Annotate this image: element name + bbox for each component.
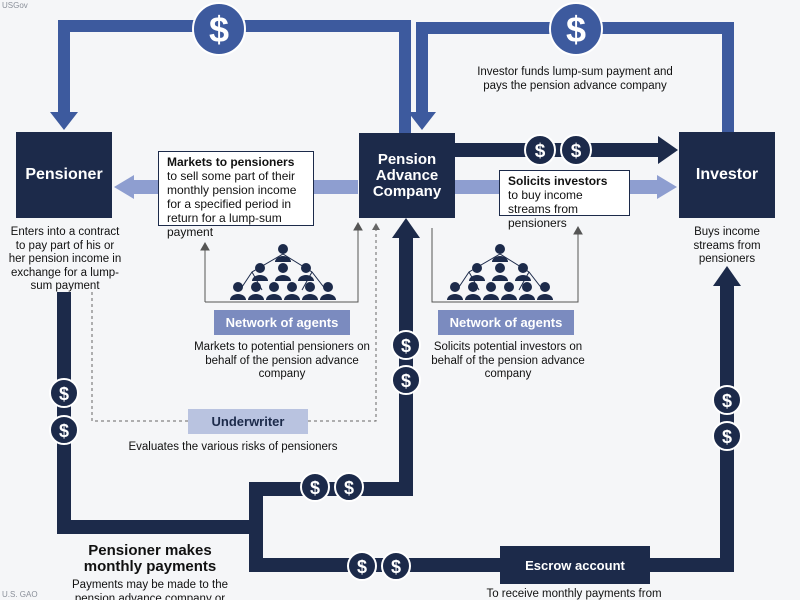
payments-description: Payments may be made to the pension adva…	[72, 579, 228, 600]
svg-text:$: $	[535, 141, 546, 162]
investor-title: Investor	[695, 166, 759, 183]
agents-left-description: Markets to potential pensioners on behal…	[194, 341, 370, 380]
solicits-callout: Solicits investors to buy income streams…	[499, 170, 630, 230]
svg-text:$: $	[401, 371, 411, 391]
solicits-callout-title: Solicits investors	[508, 174, 608, 188]
svg-text:$: $	[571, 141, 582, 162]
dollar-coin-company-investor-1: $	[524, 134, 556, 166]
escrow-description: To receive monthly payments from	[486, 588, 662, 600]
pensioner-title: Pensioner	[25, 166, 103, 183]
source-watermark-bottom: U.S. GAO	[2, 590, 38, 599]
dollar-coin-center-column-2: $	[391, 365, 421, 395]
escrow-label: Escrow account	[525, 557, 625, 573]
svg-text:$: $	[344, 478, 354, 498]
dollar-coin-right-column-2: $	[712, 421, 742, 451]
arrowhead-to-investor	[658, 136, 678, 164]
investor-description: Buys income streams from pensioners	[693, 226, 761, 265]
agents-right-description: Solicits potential investors on behalf o…	[431, 341, 585, 380]
company-box: Pension Advance Company	[359, 133, 455, 218]
agents-left-label: Network of agents	[214, 310, 350, 335]
dollar-coin-left-column-1: $	[49, 378, 79, 408]
dollar-coin-center-column-1: $	[391, 330, 421, 360]
dollar-coin-bottom-row-1: $	[347, 551, 377, 581]
source-watermark-top: USGov	[2, 1, 28, 10]
underwriter-connectors	[91, 228, 377, 422]
agent-network-icon-right	[447, 244, 553, 300]
svg-text:$: $	[357, 557, 367, 577]
underwriter-arrowhead	[372, 223, 380, 230]
agent-network-icon-left	[230, 244, 336, 300]
agents-right-label: Network of agents	[438, 310, 574, 335]
svg-text:$: $	[391, 557, 401, 577]
svg-text:$: $	[566, 9, 586, 50]
pensioner-description: Enters into a contract to pay part of hi…	[8, 226, 122, 292]
pensioner-box: Pensioner	[16, 132, 112, 218]
svg-text:$: $	[401, 336, 411, 356]
escrow-box: Escrow account	[500, 546, 650, 584]
svg-text:$: $	[209, 9, 229, 50]
dollar-coin-company-investor-2: $	[560, 134, 592, 166]
arrowhead-to-company-bottom	[392, 218, 420, 238]
investor-funds-text: Investor funds lump-sum payment and pays…	[477, 66, 673, 92]
dollar-coin-top-left: $	[192, 2, 246, 56]
arrowhead-to-pensioner	[50, 112, 78, 130]
dollar-coin-top-right: $	[549, 2, 603, 56]
payment-flow	[57, 234, 734, 572]
svg-text:$: $	[722, 391, 732, 411]
investor-box: Investor	[679, 132, 775, 218]
dollar-coin-middle-row-2: $	[334, 472, 364, 502]
dollar-coin-bottom-row-2: $	[381, 551, 411, 581]
markets-callout: Markets to pensioners to sell some part …	[158, 151, 314, 239]
payment-arrow-to-investor	[455, 143, 660, 157]
markets-callout-body: to sell some part of their monthly pensi…	[167, 169, 297, 239]
svg-text:$: $	[722, 427, 732, 447]
svg-text:$: $	[59, 384, 69, 404]
agent-connectors	[200, 221, 583, 303]
dollar-coin-left-column-2: $	[49, 415, 79, 445]
markets-callout-title: Markets to pensioners	[167, 155, 295, 169]
solicits-callout-body: to buy income streams from pensioners	[508, 188, 583, 230]
svg-text:$: $	[310, 478, 320, 498]
dollar-coin-right-column-1: $	[712, 385, 742, 415]
underwriter-description: Evaluates the various risks of pensioner…	[128, 441, 338, 453]
payments-title: Pensioner makes monthly payments	[83, 542, 217, 575]
dollar-coin-middle-row-1: $	[300, 472, 330, 502]
arrowhead-to-company-top	[408, 112, 436, 130]
svg-text:$: $	[59, 421, 69, 441]
underwriter-label: Underwriter	[188, 409, 308, 434]
arrowhead-to-investor-bottom	[713, 266, 741, 286]
company-title: Pension Advance Company	[372, 150, 442, 200]
